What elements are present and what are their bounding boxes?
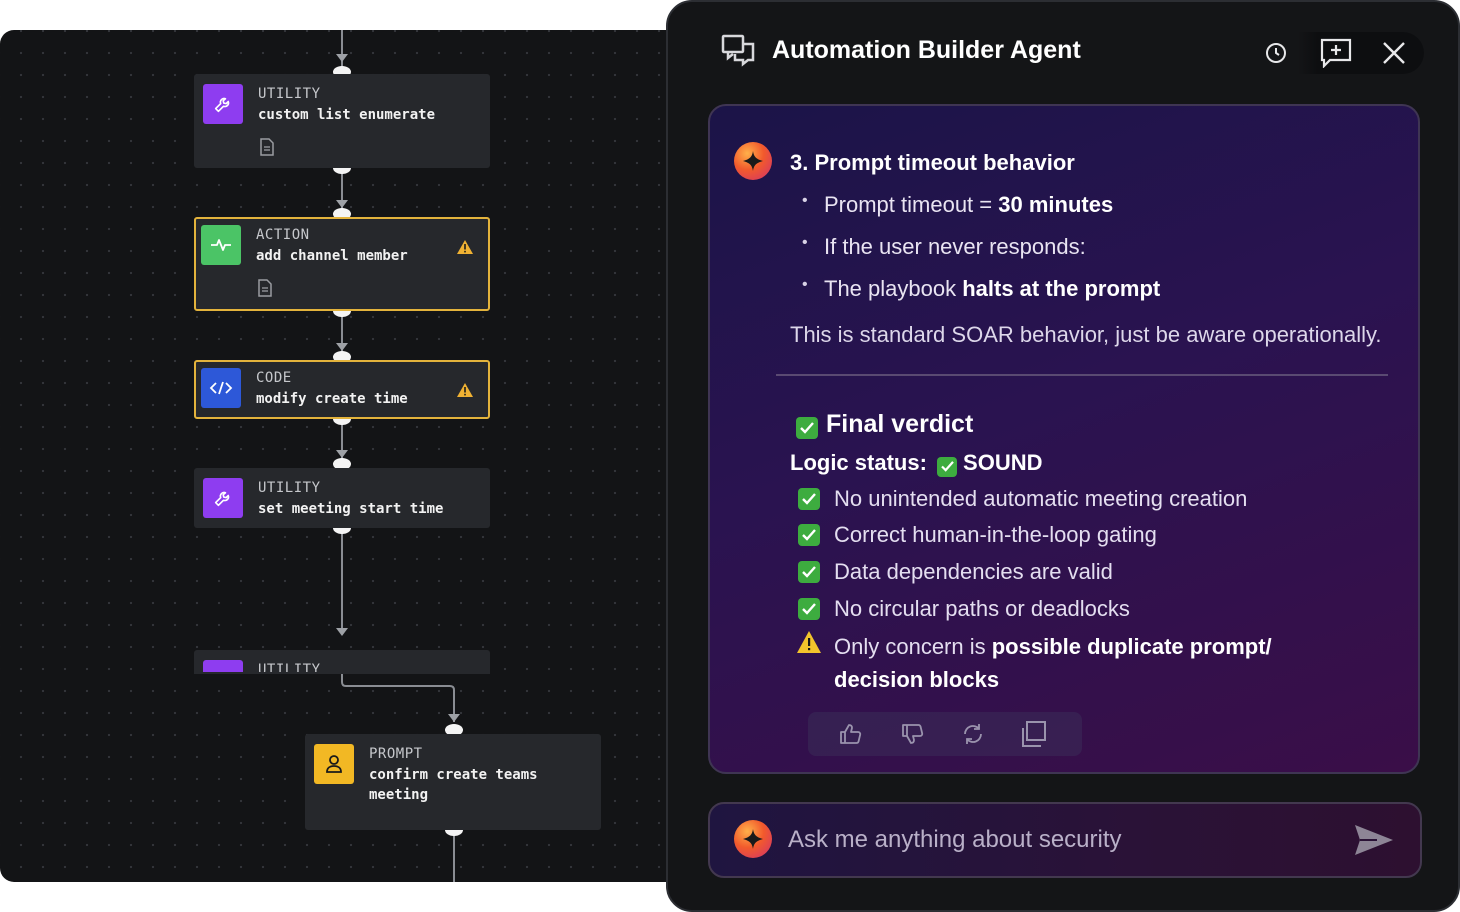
check-text: No circular paths or deadlocks (834, 596, 1130, 621)
assistant-message: 3. Prompt timeout behavior Prompt timeou… (708, 104, 1420, 774)
check-icon (796, 417, 818, 439)
concern-text: Only concern is possible duplicate promp… (834, 630, 1314, 696)
message-actions (808, 712, 1082, 756)
thumbs-down-icon[interactable] (898, 720, 928, 748)
workflow-node-action[interactable]: ACTION add channel member (194, 217, 490, 311)
node-name: add channel member (256, 248, 408, 264)
check-text: No unintended automatic meeting creation (834, 486, 1248, 511)
wrench-icon (203, 84, 243, 124)
workflow-canvas[interactable]: UTILITY custom list enumerate ACTION add… (0, 30, 700, 882)
check-text: Correct human-in-the-loop gating (834, 522, 1157, 547)
panel-header: Automation Builder Agent (668, 2, 1458, 102)
sparkle-icon (743, 829, 763, 849)
node-type-label: ACTION (256, 227, 310, 243)
bullet-item: If the user never responds: (802, 234, 1086, 260)
agent-avatar (734, 142, 772, 180)
bullet-item: Prompt timeout = 30 minutes (802, 192, 1114, 218)
node-type-label: UTILITY (258, 480, 321, 496)
wrench-icon (203, 660, 243, 672)
regenerate-icon[interactable] (958, 720, 988, 748)
node-type-label: CODE (256, 370, 292, 386)
verdict-heading: Final verdict (796, 410, 973, 439)
message-paragraph: This is standard SOAR behavior, just be … (790, 322, 1382, 347)
check-text: Data dependencies are valid (834, 559, 1113, 584)
chat-composer (708, 802, 1422, 878)
workflow-node-utility[interactable]: UTILITY set meeting start time (194, 468, 490, 528)
person-icon (314, 744, 354, 784)
bullet-text: Prompt timeout = (824, 192, 999, 217)
new-chat-icon[interactable] (1318, 36, 1354, 70)
header-actions (1258, 32, 1424, 74)
workflow-node-code[interactable]: CODE modify create time (194, 360, 490, 419)
chat-input[interactable] (788, 822, 1328, 858)
agent-avatar (734, 820, 772, 858)
node-name: confirm create teams meeting (369, 767, 538, 803)
agent-panel: Automation Builder Agent 3. Prompt timeo… (666, 0, 1460, 912)
thumbs-up-icon[interactable] (836, 720, 866, 748)
panel-title: Automation Builder Agent (772, 36, 1081, 64)
divider (776, 374, 1388, 376)
bullet-emphasis: 30 minutes (998, 192, 1114, 217)
code-icon (201, 368, 241, 408)
history-icon[interactable] (1258, 36, 1294, 70)
node-name: custom list enumerate (258, 107, 436, 123)
bullet-emphasis: halts at the prompt (962, 276, 1161, 301)
node-type-label: PROMPT (369, 746, 423, 762)
check-icon (798, 488, 820, 510)
pulse-icon (201, 225, 241, 265)
copy-icon[interactable] (1018, 720, 1048, 748)
node-name: modify create time (256, 391, 408, 407)
warning-icon[interactable] (456, 382, 474, 403)
check-icon (798, 561, 820, 583)
concern-prefix: Only concern is (834, 634, 992, 659)
verdict-title-text: Final verdict (826, 410, 974, 438)
workflow-node-utility[interactable]: UTILITY (194, 650, 490, 674)
bullet-item: The playbook halts at the prompt (802, 276, 1161, 302)
sparkle-icon (743, 151, 763, 171)
workflow-node-prompt[interactable]: PROMPT confirm create teams meeting (305, 734, 601, 830)
logic-status-label: Logic status: (790, 450, 927, 475)
chat-bubbles-icon (720, 32, 756, 73)
node-name: set meeting start time (258, 501, 444, 517)
send-icon[interactable] (1352, 820, 1396, 860)
bullet-text: The playbook (824, 276, 963, 301)
warning-icon[interactable] (456, 239, 474, 260)
document-icon[interactable] (258, 279, 272, 302)
bullet-text: If the user never responds: (824, 234, 1086, 259)
check-icon (798, 524, 820, 546)
warning-icon (796, 630, 822, 659)
concern-emphasis: possible duplicate prompt/ decision bloc… (834, 634, 1272, 692)
check-icon (937, 456, 958, 477)
workflow-node-utility[interactable]: UTILITY custom list enumerate (194, 74, 490, 168)
document-icon[interactable] (260, 138, 274, 161)
section-heading: 3. Prompt timeout behavior (790, 150, 1075, 175)
node-type-label: UTILITY (258, 86, 321, 102)
logic-status-value: SOUND (963, 450, 1043, 475)
node-type-label: UTILITY (258, 662, 321, 674)
logic-status: Logic status: SOUND (790, 450, 1042, 477)
wrench-icon (203, 478, 243, 518)
close-icon[interactable] (1376, 36, 1412, 70)
check-icon (798, 598, 820, 620)
